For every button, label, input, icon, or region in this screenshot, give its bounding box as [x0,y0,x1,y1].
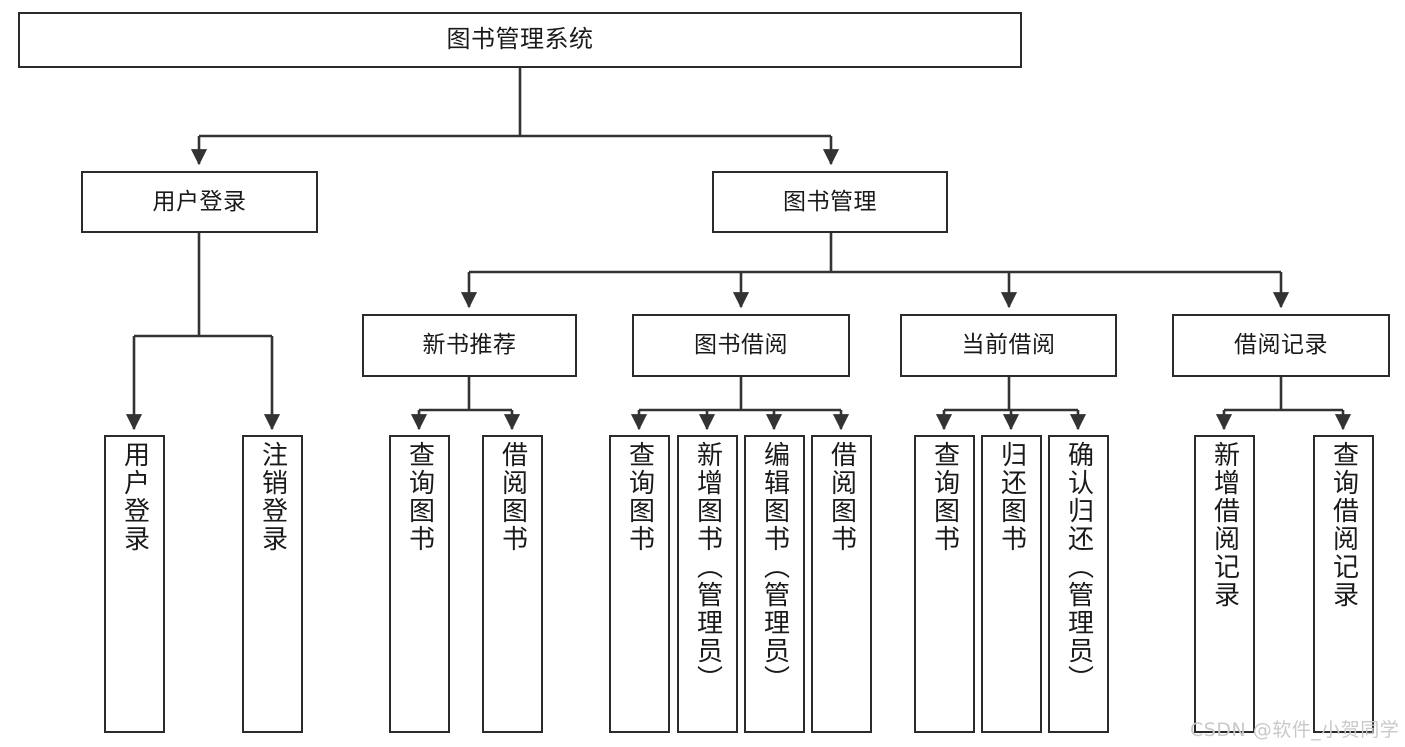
leaf-add-book-admin[interactable]: 新增图书（管理员） [677,435,738,733]
node-user-login[interactable]: 用户登录 [81,171,318,233]
leaf-user-login[interactable]: 用户登录 [104,435,165,733]
node-label: 当前借阅 [961,332,1056,359]
node-label: 图书管理系统 [446,25,594,54]
leaf-query-books-borrow[interactable]: 查询图书 [609,435,670,733]
leaf-confirm-return-admin[interactable]: 确认归还（管理员） [1048,435,1109,733]
node-borrowing-record[interactable]: 借阅记录 [1172,314,1390,377]
node-label: 查询图书 [404,441,435,553]
leaf-add-borrow-record[interactable]: 新增借阅记录 [1194,435,1255,733]
node-label: 查询图书 [624,441,655,553]
leaf-edit-book-admin[interactable]: 编辑图书（管理员） [744,435,805,733]
node-new-book-recommendation[interactable]: 新书推荐 [362,314,577,377]
node-label: 注销登录 [257,441,288,553]
node-current-borrowing[interactable]: 当前借阅 [900,314,1117,377]
node-label: 新增图书（管理员） [692,441,723,693]
leaf-query-books-new-rec[interactable]: 查询图书 [389,435,450,733]
leaf-query-books-current[interactable]: 查询图书 [914,435,975,733]
node-root-book-management-system[interactable]: 图书管理系统 [18,12,1022,68]
node-book-management[interactable]: 图书管理 [712,171,948,233]
leaf-borrow-books[interactable]: 借阅图书 [811,435,872,733]
node-label: 图书借阅 [694,332,788,359]
leaf-return-books[interactable]: 归还图书 [981,435,1042,733]
node-label: 编辑图书（管理员） [759,441,790,693]
node-label: 用户登录 [152,188,247,215]
node-label: 用户登录 [119,441,150,553]
leaf-borrow-books-new-rec[interactable]: 借阅图书 [482,435,543,733]
node-label: 确认归还（管理员） [1063,441,1094,693]
node-label: 新增借阅记录 [1209,441,1240,609]
node-label: 图书管理 [783,188,877,215]
leaf-logout-login[interactable]: 注销登录 [242,435,303,733]
node-label: 借阅图书 [826,441,857,553]
node-label: 新书推荐 [422,332,517,359]
node-label: 借阅图书 [497,441,528,553]
node-label: 查询借阅记录 [1328,441,1359,609]
node-label: 归还图书 [996,441,1027,553]
node-book-borrowing[interactable]: 图书借阅 [632,314,850,377]
node-label: 查询图书 [929,441,960,553]
leaf-query-borrow-record[interactable]: 查询借阅记录 [1313,435,1374,733]
node-label: 借阅记录 [1234,332,1328,359]
